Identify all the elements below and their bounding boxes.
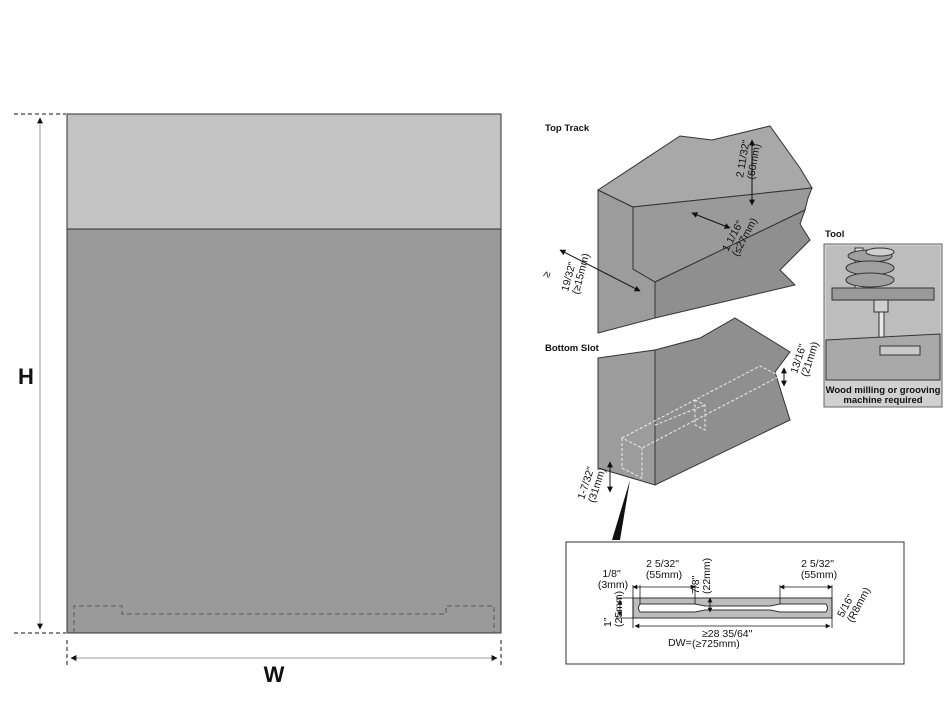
bottom-slot-depth-dim: 13/16" (21mm)	[781, 337, 821, 387]
main-panel	[66, 113, 502, 634]
bottom-slot-block	[597, 317, 791, 486]
svg-text:13/16" (21mm): 13/16" (21mm)	[788, 337, 821, 379]
profile-center-height-dim: 7/8" (22mm)	[690, 558, 713, 594]
svg-text:1-7/32" (31mm): 1-7/32" (31mm)	[575, 463, 608, 505]
bottom-slot-dashed-groove	[620, 365, 782, 479]
profile-left-width-dim: 2 5/32" (55mm)	[646, 558, 682, 581]
height-label: H	[18, 364, 34, 389]
top-track-title: Top Track	[545, 123, 590, 134]
profile-overall-height-dim: 1" (25mm)	[602, 591, 625, 627]
width-dimension: W	[66, 640, 502, 687]
profile-detail: 1/8" (3mm) 2 5/32" (55mm) 2 5/32" (55mm)…	[565, 541, 905, 665]
panel-top-section	[66, 113, 502, 230]
profile-left-edge-dim: 1/8" (3mm)	[598, 568, 628, 591]
tool-illustration: Wood milling or grooving machine require…	[823, 243, 943, 408]
height-dimension: H	[14, 113, 66, 634]
panel-bottom-slot-outline	[73, 605, 495, 633]
bottom-slot-title: Bottom Slot	[545, 343, 600, 354]
top-track-block	[596, 125, 813, 334]
width-label: W	[264, 662, 285, 687]
profile-length-dim: ≥28 35/64" DW= (≥725mm)	[668, 628, 755, 650]
detail-pointer	[612, 480, 630, 540]
profile-right-width-dim: 2 5/32" (55mm)	[801, 558, 837, 581]
tool-title: Tool	[825, 229, 844, 240]
tool-caption-line1: Wood milling or grooving	[826, 385, 941, 396]
tool-caption-line2: machine required	[843, 395, 922, 406]
panel-body	[66, 228, 502, 634]
svg-text:19/32" (≥15mm): 19/32" (≥15mm)	[559, 249, 592, 295]
svg-text:≥: ≥	[540, 270, 553, 279]
